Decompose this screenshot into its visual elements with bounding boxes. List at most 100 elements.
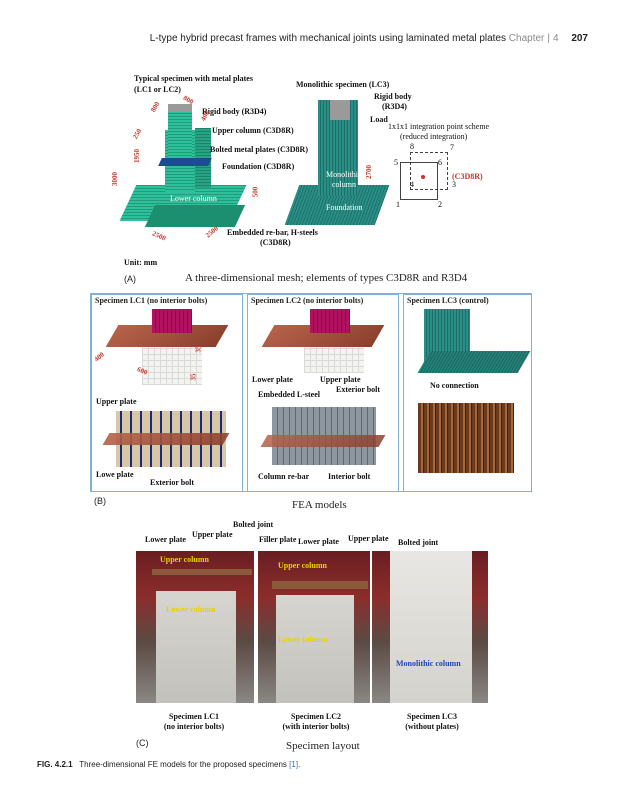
- page-number: 207: [561, 33, 588, 44]
- unit-label: Unit: mm: [124, 258, 157, 267]
- c-lower-plate-2: Lower plate: [298, 537, 339, 546]
- panel-b-title: FEA models: [292, 499, 347, 511]
- lc-bolted-plate: [158, 158, 212, 166]
- node-4: 4: [410, 180, 414, 189]
- lc-upper-column-label: Upper column (C3D8R): [212, 126, 294, 135]
- caption-lc3-desc: (without plates): [380, 722, 484, 732]
- c-lower-plate: Lower plate: [145, 535, 186, 544]
- caption-lc1-name: Specimen LC1: [132, 712, 256, 722]
- mono-column-label-2: column: [332, 180, 356, 189]
- lc1-box: Specimen LC1 (no interior bolts) 400 35 …: [91, 294, 243, 492]
- dim-400: 400: [199, 109, 211, 122]
- lc2-concrete: [276, 595, 354, 703]
- lc2-head: Specimen LC2 (no interior bolts): [248, 295, 398, 307]
- lc2-interior-bolt-label: Interior bolt: [328, 472, 370, 481]
- lc1-dim-35-b: 35: [190, 374, 198, 381]
- node-5: 5: [394, 158, 398, 167]
- photo-lc1: Upper column Lower column: [136, 551, 254, 703]
- chapter-label: Chapter: [509, 33, 545, 44]
- lc3-concrete: [390, 551, 472, 703]
- c-filler-plate: Filler plate: [259, 535, 296, 544]
- mono-title: Monolithic specimen (LC3): [296, 80, 389, 89]
- c-bolted-joint-2: Bolted joint: [398, 538, 438, 547]
- lc3-rebar-view: [418, 403, 514, 473]
- caption-lc1-desc: (no interior bolts): [132, 722, 256, 732]
- lc1-upper-plate-label: Upper plate: [96, 397, 137, 406]
- dim-250: 250: [131, 127, 143, 140]
- caption-lc1: Specimen LC1 (no interior bolts): [132, 712, 256, 732]
- lc-embedded-label: Embedded re-bar, H-steels: [227, 228, 318, 237]
- chapter-number: 4: [553, 33, 559, 44]
- panel-a-letter: (A): [124, 274, 136, 284]
- mono-column-label: Monolithic: [326, 170, 362, 179]
- caption-lc2-desc: (with interior bolts): [258, 722, 374, 732]
- cube-front: [400, 162, 438, 200]
- lc2-embedded-label: Embedded L-steel: [258, 390, 320, 399]
- lc3-box: Specimen LC3 (control) No connection: [403, 294, 532, 492]
- mono-foundation-label: Foundation: [326, 203, 362, 212]
- integration-label: 1x1x1 integration point scheme: [388, 122, 489, 131]
- lc1-dim-35-a: 35: [195, 346, 203, 353]
- lc1-lower-plate: [103, 433, 230, 445]
- mono-load-label: Load: [370, 115, 388, 124]
- figure-caption: FIG. 4.2.1 Three-dimensional FE models f…: [37, 760, 300, 769]
- figure-label: FIG. 4.2.1: [37, 760, 73, 769]
- lc-embedded-type: (C3D8R): [260, 238, 291, 247]
- lc2-exterior-bolt-label: Exterior bolt: [336, 385, 380, 394]
- figure-caption-text: Three-dimensional FE models for the prop…: [79, 760, 287, 769]
- caption-lc3: Specimen LC3 (without plates): [380, 712, 484, 732]
- c-upper-column-2: Upper column: [278, 561, 327, 570]
- panel-b: Specimen LC1 (no interior bolts) 400 35 …: [90, 293, 532, 492]
- dim-2500-a: 2500: [151, 229, 167, 242]
- dim-800-a: 800: [149, 100, 161, 113]
- lc-subtitle: (LC1 or LC2): [134, 85, 181, 94]
- caption-lc2-name: Specimen LC2: [258, 712, 374, 722]
- integration-label-2: (reduced integration): [400, 132, 467, 141]
- lc-foundation-label: Foundation (C3D8R): [222, 162, 294, 171]
- cube-type-label: (C3D8R): [452, 172, 483, 181]
- c-upper-plate-2: Upper plate: [348, 534, 389, 543]
- node-2: 2: [438, 200, 442, 209]
- panel-c-title: Specimen layout: [286, 740, 360, 752]
- lc1-lowe-plate-label: Lowe plate: [96, 470, 134, 479]
- lc1-head: Specimen LC1 (no interior bolts): [92, 295, 242, 307]
- lc1-dim-400: 400: [93, 351, 106, 364]
- lc-upper-column-mesh: [168, 108, 192, 158]
- caption-lc2: Specimen LC2 (with interior bolts): [258, 712, 374, 732]
- lc1-plate-photo: [152, 569, 252, 575]
- c-upper-column: Upper column: [160, 555, 209, 564]
- lc3-base-mesh: [418, 351, 531, 373]
- lc2-upper-column: [310, 309, 350, 333]
- c-bolted-joint: Bolted joint: [233, 520, 273, 529]
- mono-rigid-body: [330, 100, 350, 120]
- lc3-head: Specimen LC3 (control): [404, 295, 531, 307]
- lc2-lower-plate-label: Lower plate: [252, 375, 293, 384]
- photo-lc2: Upper column Lower column: [258, 551, 370, 703]
- figure-reference[interactable]: [1]: [289, 760, 298, 769]
- lc2-lower-grid: [304, 343, 364, 373]
- dim-500: 500: [251, 187, 259, 198]
- lc2-box: Specimen LC2 (no interior bolts) Lower p…: [247, 294, 399, 492]
- lc-bolted-plates-label: Bolted metal plates (C3D8R): [210, 145, 308, 154]
- dim-1950: 1950: [133, 149, 141, 163]
- caption-lc3-name: Specimen LC3: [380, 712, 484, 722]
- photo-lc3: Monolithic column: [372, 551, 488, 703]
- lc-rigid-body-label: Rigid body (R3D4): [202, 107, 266, 116]
- node-6: 6: [438, 158, 442, 167]
- integration-point: [421, 175, 425, 179]
- lc2-column-rebar-label: Column re-bar: [258, 472, 309, 481]
- running-title: L-type hybrid precast frames with mechan…: [150, 33, 506, 44]
- node-8: 8: [410, 142, 414, 151]
- node-7: 7: [450, 143, 454, 152]
- node-3: 3: [452, 180, 456, 189]
- lc-lower-column-label: Lower column: [170, 194, 217, 203]
- mono-dim-2700: 2700: [365, 165, 373, 179]
- running-header: L-type hybrid precast frames with mechan…: [0, 33, 588, 44]
- lc1-exterior-bolt-label: Exterior bolt: [150, 478, 194, 487]
- mono-rigid-type: (R3D4): [382, 102, 407, 111]
- lc-title: Typical specimen with metal plates: [134, 74, 253, 83]
- mono-rigid-label: Rigid body: [374, 92, 412, 101]
- lc2-lower-plate: [261, 435, 386, 447]
- dim-3000: 3000: [111, 172, 119, 186]
- lc-foundation-side: [145, 205, 245, 227]
